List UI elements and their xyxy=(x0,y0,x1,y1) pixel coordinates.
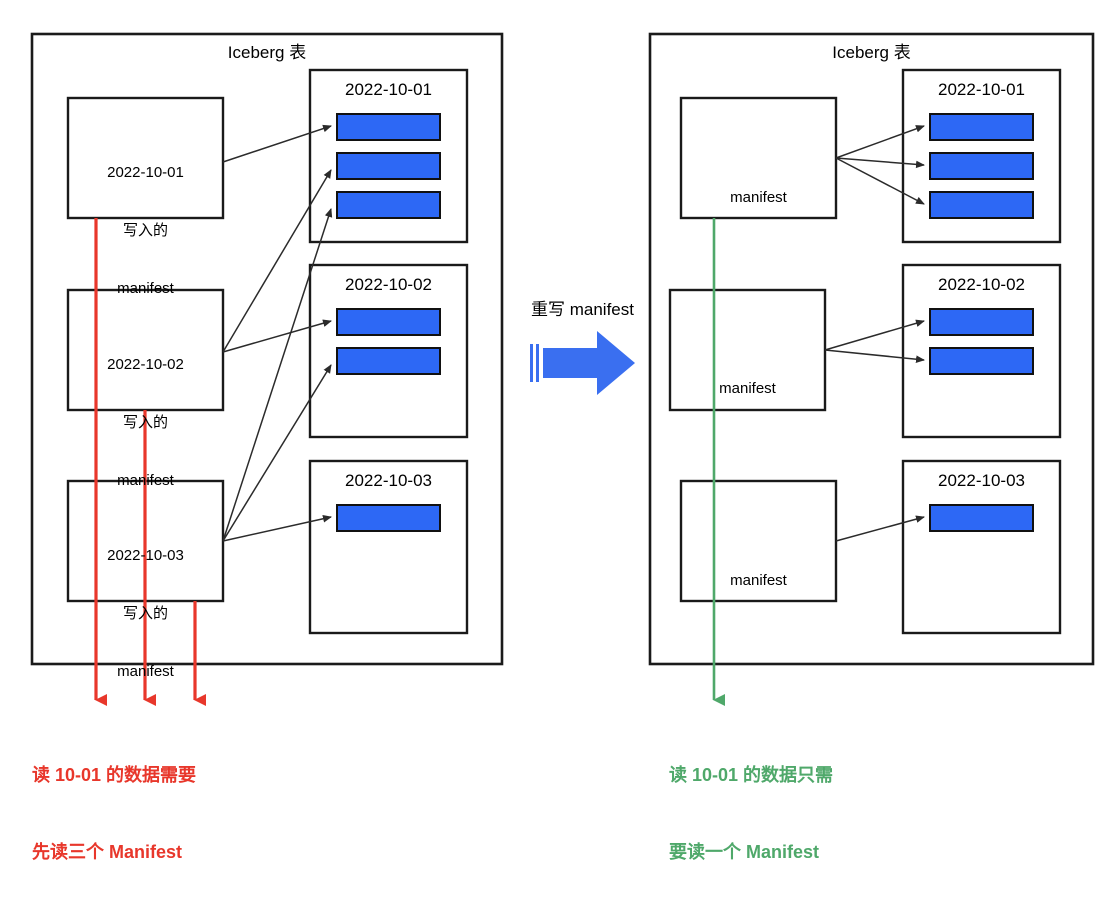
before-manifest-boxes xyxy=(66,96,225,603)
after-partition-boxes xyxy=(901,68,1062,635)
after-manifest-label-1: manifest xyxy=(681,150,836,246)
before-manifest-label-1: 2022-10-01 写入的 manifest xyxy=(68,125,223,336)
before-manifest-label-3: 2022-10-03 写入的 manifest xyxy=(68,508,223,719)
before-read-path-lines xyxy=(94,218,206,706)
after-connectors xyxy=(824,125,925,542)
manifest-line: 2022-10-02 xyxy=(107,356,184,374)
before-partition-label-2: 2022-10-02 xyxy=(345,275,432,294)
note-line: 读 10-01 的数据只需 xyxy=(669,765,834,786)
after-partition-label-1: 2022-10-01 xyxy=(938,80,1025,99)
manifest-line: 2022-10-03 xyxy=(107,547,184,565)
manifest-line: manifest xyxy=(719,380,776,398)
diagram-graphics xyxy=(30,32,1095,706)
after-panel-title: Iceberg 表 xyxy=(832,43,911,62)
before-connectors xyxy=(222,124,333,542)
manifest-line: 写入的 xyxy=(122,221,168,239)
note-line: 读 10-01 的数据需要 xyxy=(32,765,197,786)
after-data-files xyxy=(929,113,1034,532)
manifest-line: 写入的 xyxy=(122,413,168,431)
after-partition-label-2: 2022-10-02 xyxy=(938,275,1025,294)
rewrite-manifest-label: 重写 manifest xyxy=(531,300,634,319)
before-panel-title: Iceberg 表 xyxy=(227,43,307,62)
manifest-line: manifest xyxy=(730,189,787,207)
after-manifest-label-2: manifest xyxy=(670,341,825,437)
note-line: 先读三个 Manifest xyxy=(32,842,183,863)
after-partition-label-3: 2022-10-03 xyxy=(938,471,1025,490)
manifest-line: manifest xyxy=(730,572,787,590)
after-manifest-label-3: manifest xyxy=(681,533,836,629)
diagram-canvas: Iceberg 表 2022-10-01 写入的 manifest 2022-1… xyxy=(30,32,1095,862)
manifest-line: manifest xyxy=(117,662,174,680)
manifest-line: 2022-10-01 xyxy=(107,164,184,182)
before-partition-label-3: 2022-10-03 xyxy=(345,471,432,490)
manifest-line: manifest xyxy=(117,471,174,489)
before-partition-label-1: 2022-10-01 xyxy=(345,80,432,99)
before-manifest-label-2: 2022-10-02 写入的 manifest xyxy=(68,317,223,528)
before-data-files xyxy=(336,113,441,532)
manifest-line: manifest xyxy=(117,279,174,297)
manifest-line: 写入的 xyxy=(122,604,168,622)
note-line: 要读一个 Manifest xyxy=(669,842,820,863)
after-note: 读 10-01 的数据只需 要读一个 Manifest xyxy=(669,718,833,918)
before-note: 读 10-01 的数据需要 先读三个 Manifest xyxy=(32,718,196,918)
rewrite-manifest-arrow-icon xyxy=(530,331,635,395)
